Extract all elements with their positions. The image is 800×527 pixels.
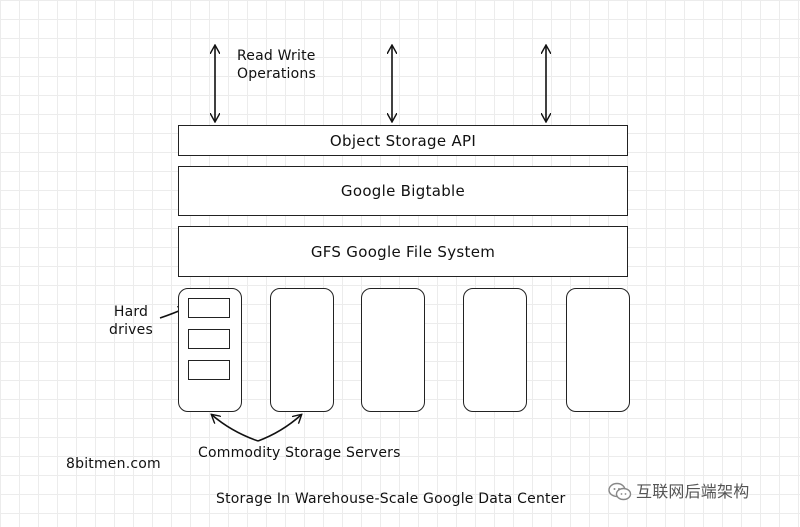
read-write-label-line1: Read Write — [237, 48, 316, 64]
gfs-label: GFS Google File System — [310, 242, 496, 261]
hard-drives-label: Hard drives — [104, 303, 158, 339]
hard-drives-line2: drives — [109, 322, 153, 338]
hard-drives-line1: Hard — [113, 304, 149, 320]
storage-server-5 — [566, 288, 630, 412]
google-bigtable-layer: Google Bigtable — [178, 166, 628, 216]
storage-server-1 — [178, 288, 242, 412]
object-storage-api-layer: Object Storage API — [178, 125, 628, 156]
read-write-label-line2: Operations — [237, 66, 316, 82]
hard-drive-2 — [188, 329, 230, 349]
hard-drive-1 — [188, 298, 230, 318]
source-label: 8bitmen.com — [66, 456, 161, 472]
wechat-bubble-icon — [608, 482, 632, 502]
google-bigtable-label: Google Bigtable — [340, 182, 466, 200]
watermark-text: 互联网后端架构 — [636, 482, 750, 501]
storage-server-4 — [463, 288, 527, 412]
diagram-caption: Storage In Warehouse-Scale Google Data C… — [216, 491, 566, 507]
gfs-layer: GFS Google File System — [178, 226, 628, 277]
storage-server-2 — [270, 288, 334, 412]
hard-drive-3 — [188, 360, 230, 380]
servers-pointer-arrow-left — [212, 415, 259, 442]
servers-pointer-arrow-right — [257, 415, 301, 442]
read-write-label: Read Write Operations — [237, 47, 316, 83]
storage-server-3 — [361, 288, 425, 412]
commodity-servers-label: Commodity Storage Servers — [198, 445, 401, 461]
object-storage-api-label: Object Storage API — [329, 131, 477, 150]
